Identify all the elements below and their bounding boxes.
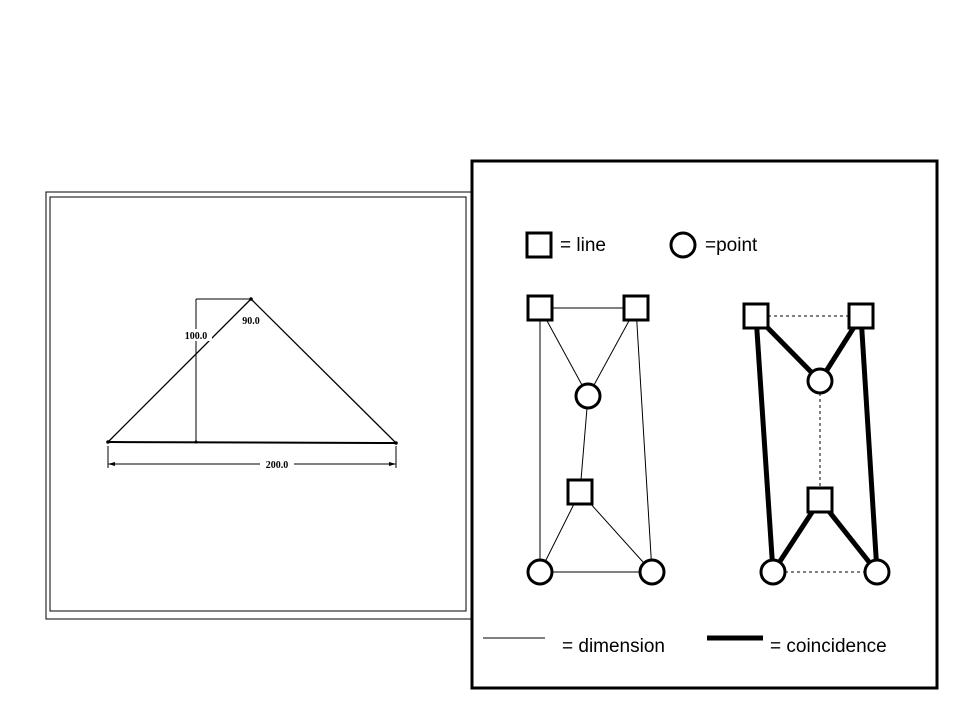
line-node-square-icon [566,478,594,506]
base-arrow-right-icon [389,462,396,466]
constraint-graph-panel: = line =point [470,159,939,690]
dimension-edge [539,307,589,397]
base-dimension-label-bg [260,458,294,470]
cad-panel-inner-frame [49,196,467,612]
triangle-right-side [250,298,397,444]
base-dimension-label: 200.0 [266,460,289,471]
line-node-square-icon [847,302,875,330]
coincidence-edge [753,315,776,573]
point-node-circle-icon [574,382,602,410]
dimension-edge [579,395,589,493]
line-node-square-icon [742,302,770,330]
angle-dimension-label-bg [238,314,264,326]
legend-point-circle-icon [669,231,697,259]
cad-panel-outer-frame [45,191,472,620]
line-node-square-icon [526,294,554,322]
legend-coincidence-label: = coincidence [770,636,887,657]
coincidence-graph [742,302,891,586]
point-node-circle-icon [526,558,554,586]
coincidence-edge [858,315,880,573]
base-arrow-left-icon [108,462,115,466]
legend-point-label: =point [705,235,758,256]
cad-drawing-panel: 100.0 90.0 200.0 [45,191,472,620]
point-node-circle-icon [863,558,891,586]
height-dimension-label-bg [180,329,212,341]
dimension-edge [587,307,637,397]
point-node-circle-icon [806,367,834,395]
legend-dimension-label: = dimension [562,636,665,657]
legend-line-label: = line [560,235,606,256]
angle-dimension-label: 90.0 [242,316,260,327]
height-dimension-label: 100.0 [185,331,208,342]
vertex-point [394,441,398,445]
dimension-graph [526,294,666,586]
line-node-square-icon [622,294,650,322]
line-node-square-icon [806,486,834,514]
dimension-edge [635,307,653,573]
point-node-circle-icon [759,558,787,586]
legend-line-square-icon [525,231,553,259]
triangle-base [107,441,397,444]
triangle-left-side [107,298,252,443]
point-node-circle-icon [638,558,666,586]
vertex-point [106,440,110,444]
